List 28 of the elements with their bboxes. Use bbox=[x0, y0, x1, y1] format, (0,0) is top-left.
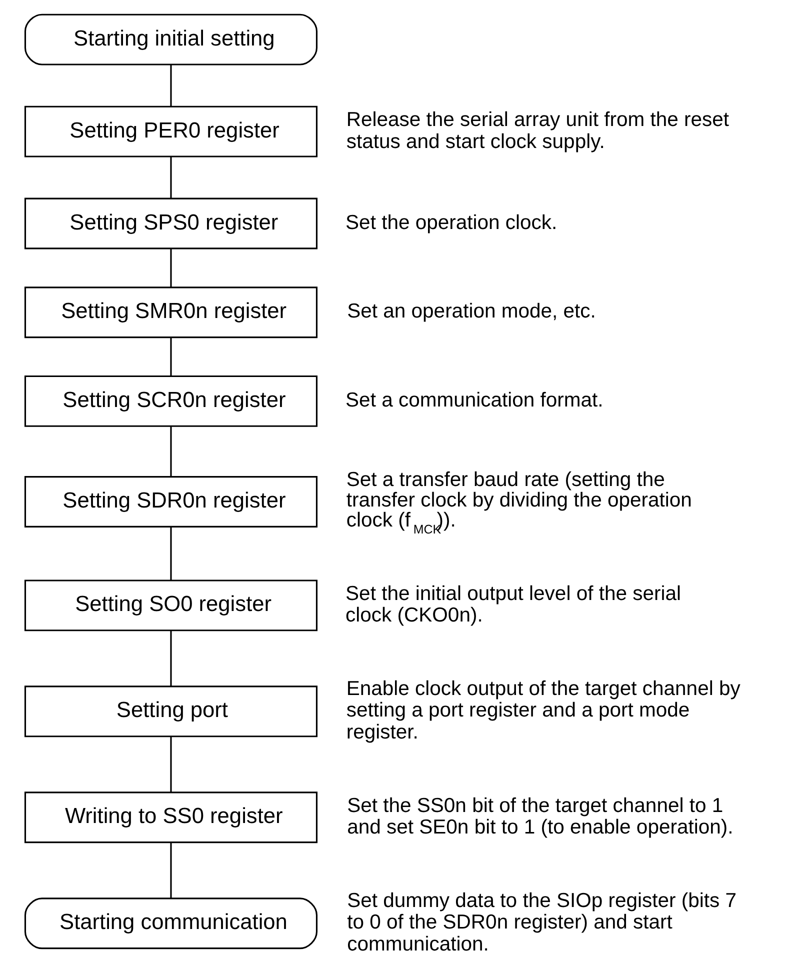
node-box: Setting port bbox=[24, 686, 317, 738]
node-label: Set the operation clock. bbox=[345, 212, 557, 234]
node-label: Release the serial array unit from the reset status and start clock supply. bbox=[346, 108, 729, 153]
node-box: Setting SO0 register bbox=[24, 580, 317, 632]
node-box: Setting SPS0 register bbox=[24, 198, 317, 250]
node-box: Setting SCR0n register bbox=[24, 376, 317, 427]
connector bbox=[170, 527, 172, 580]
node-box: Writing to SS0 register bbox=[24, 792, 317, 844]
node-box: Starting communication bbox=[24, 898, 317, 950]
node-label: Set a transfer baud rate (setting the transfer clock by dividing the operation clock (f$_{MCK}$)). bbox=[346, 469, 692, 537]
node-label: Enable clock output of the target channel by setting a port register and a port mode register. bbox=[346, 678, 740, 744]
connector bbox=[170, 630, 172, 686]
connector bbox=[170, 842, 172, 898]
node-label: Set a communication format. bbox=[345, 390, 603, 412]
node-box: Starting initial setting bbox=[24, 14, 317, 66]
connector bbox=[170, 156, 172, 198]
node-label: Set dummy data to the SIOp register (bits 7 to 0 of the SDR0n register) and start communication. bbox=[346, 890, 736, 956]
connector bbox=[170, 337, 172, 376]
node-box: Setting SDR0n register bbox=[24, 476, 317, 528]
node-box: Setting SMR0n register bbox=[24, 286, 317, 338]
node-label: Set an operation mode, etc. bbox=[346, 300, 596, 323]
connector bbox=[170, 64, 172, 106]
connector bbox=[170, 426, 172, 476]
connector bbox=[170, 736, 172, 792]
connector bbox=[170, 248, 172, 288]
node-label: Set the SS0n bit of the target channel to 1 and set SE0n bit to 1 (to enable operation). bbox=[346, 794, 733, 839]
node-box: Setting PER0 register bbox=[24, 106, 317, 158]
node-label: Set the initial output level of the serial clock (CKO0n). bbox=[345, 582, 681, 627]
